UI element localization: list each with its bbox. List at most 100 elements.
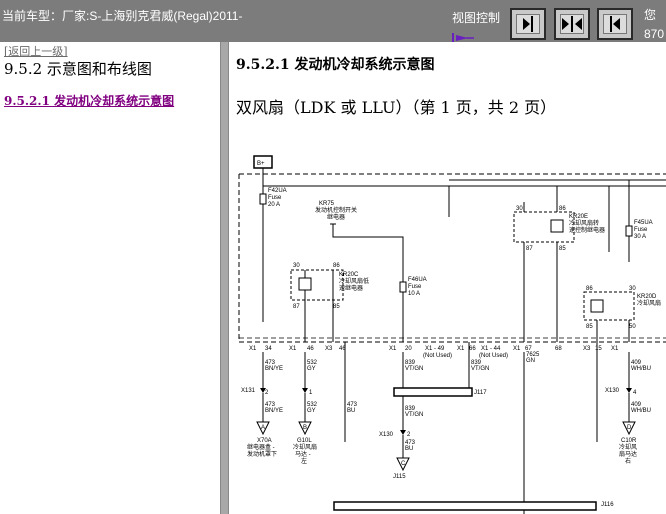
pin-label: 30	[293, 263, 300, 269]
component-label: 右	[625, 457, 631, 465]
fuse-label: F45UA	[634, 220, 653, 226]
wire-label: 7625	[526, 352, 540, 358]
fuse-label: F46UA	[408, 277, 427, 283]
wire-label: WH/BU	[631, 366, 651, 372]
component-label: 发动机罩下	[247, 450, 277, 458]
pin-label: 85	[586, 324, 593, 330]
view-indicator-icon	[452, 28, 474, 43]
fuse-f42ua	[259, 193, 267, 205]
connector-label: X1	[611, 346, 619, 352]
relay-kr20e	[513, 211, 575, 243]
wire-label: BN/YE	[265, 366, 283, 372]
reference-triangle-d-icon	[622, 421, 636, 436]
connector-label: (Not Used)	[423, 353, 452, 359]
pin-label: 50	[629, 324, 636, 330]
wire-label: BU	[405, 446, 413, 452]
relay-label: 冷却风扇	[637, 299, 661, 307]
current-car-model-text: 当前车型：厂家:S-上海别克君威(Regal)2011-	[2, 9, 243, 23]
wire	[332, 224, 404, 282]
fuse-label: Fuse	[634, 227, 648, 233]
pin-label: 85	[333, 304, 340, 310]
wire-label: GN	[526, 358, 535, 364]
user-id-text: 870	[644, 27, 665, 41]
content-pane: 9.5.2.1 发动机冷却系统示意图 双风扇（LDK 或 LLU）（第 1 页，…	[229, 42, 666, 514]
wire-label: BN/YE	[265, 408, 283, 414]
connector-label: 67	[525, 346, 532, 352]
pin-label: 30	[516, 206, 523, 212]
splice-icon	[626, 388, 632, 393]
splice-label: J117	[474, 390, 487, 396]
connector-label: X1	[513, 346, 521, 352]
fuse-label: 10 A	[408, 291, 420, 297]
relay-label: 冷却风扇低	[339, 277, 369, 285]
connector-label: X1 - 49	[425, 346, 445, 352]
fuse-label: Fuse	[408, 284, 422, 290]
relay-label: 速继电器	[339, 284, 363, 292]
splice-icon	[302, 388, 308, 393]
reference-label: A	[261, 425, 265, 431]
connector-label: 46	[307, 346, 314, 352]
pin-label: 86	[333, 263, 340, 269]
fuse-label: 20 A	[268, 202, 280, 208]
relay-label: 继电器	[327, 213, 345, 221]
page-subtitle: 双风扇（LDK 或 LLU）（第 1 页，共 2 页）	[236, 98, 557, 117]
relay-label: 发动机控制开关	[315, 206, 357, 214]
fuse-label: 30 A	[634, 234, 646, 240]
wire-label: GY	[307, 366, 316, 372]
wire-label: 839	[405, 406, 416, 412]
connector-label: 20	[405, 346, 412, 352]
component-label: 扇马达	[619, 450, 637, 458]
connector-label: X3	[325, 346, 333, 352]
relay-label: KR20C	[339, 272, 359, 278]
pin-label: 87	[526, 246, 533, 252]
pin-label: 85	[559, 246, 566, 252]
bplus-label: B+	[257, 161, 265, 167]
connector-label: X3	[583, 346, 591, 352]
wire-label: 473	[265, 360, 276, 366]
relay-label: KR75	[319, 201, 335, 207]
arrow-right-to-bar-icon	[523, 16, 533, 32]
collapse-right-pane-button[interactable]	[597, 8, 633, 40]
connector-label: 46	[339, 346, 346, 352]
connector-label: X130	[379, 432, 394, 438]
connector-label: (Not Used)	[479, 353, 508, 359]
wire-label: VT/GN	[471, 366, 489, 372]
wire-label: 473	[347, 402, 358, 408]
fuse-label: F42UA	[268, 188, 287, 194]
wiring-diagram: B+ F42UA Fuse 20 A KR75 发动机控制开关 继电器 30 8…	[238, 155, 666, 514]
wire-label: 839	[405, 360, 416, 366]
component-label: C10R	[621, 438, 637, 444]
relay-coil-icon	[550, 219, 564, 233]
relay-coil-icon	[298, 277, 312, 291]
nav-item-cooling-schematic[interactable]: 9.5.2.1 发动机冷却系统示意图	[4, 94, 175, 108]
splice-icon	[260, 388, 266, 393]
splice-label: J115	[393, 474, 406, 480]
splice-label: J116	[601, 502, 614, 508]
relay-coil-icon	[590, 299, 604, 313]
component-label: 冷却风	[619, 443, 637, 451]
connector-label: 2	[265, 390, 269, 396]
connector-label: 2	[407, 432, 411, 438]
reference-triangle-c-icon	[396, 457, 410, 472]
view-control-label: 视图控制	[452, 11, 501, 25]
wire-label: VT/GN	[405, 412, 423, 418]
connector-label: X1	[289, 346, 297, 352]
wire-label: 409	[631, 402, 642, 408]
wire-label: VT/GN	[405, 366, 423, 372]
splice-icon	[400, 430, 406, 435]
top-toolbar: 当前车型：厂家:S-上海别克君威(Regal)2011- 视图控制 您 870	[0, 0, 666, 43]
user-greeting-text: 您	[644, 8, 657, 22]
component-label: 马达 -	[295, 450, 311, 458]
wire-label: GY	[307, 408, 316, 414]
relay-label: KR20E	[569, 214, 588, 220]
connector-label: X131	[241, 388, 256, 394]
collapse-left-pane-button[interactable]	[510, 8, 546, 40]
navigation-pane: [返回上一级] 9.5.2 示意图和布线图 9.5.2.1 发动机冷却系统示意图	[0, 42, 220, 514]
splice-pack-j117	[393, 387, 473, 397]
wire-label: 409	[631, 360, 642, 366]
wire-label: 532	[307, 360, 318, 366]
component-label: 继电器盒 -	[247, 443, 275, 451]
pane-splitter[interactable]	[220, 42, 229, 514]
split-view-button[interactable]	[554, 8, 590, 40]
back-link[interactable]: [返回上一级]	[4, 45, 68, 58]
